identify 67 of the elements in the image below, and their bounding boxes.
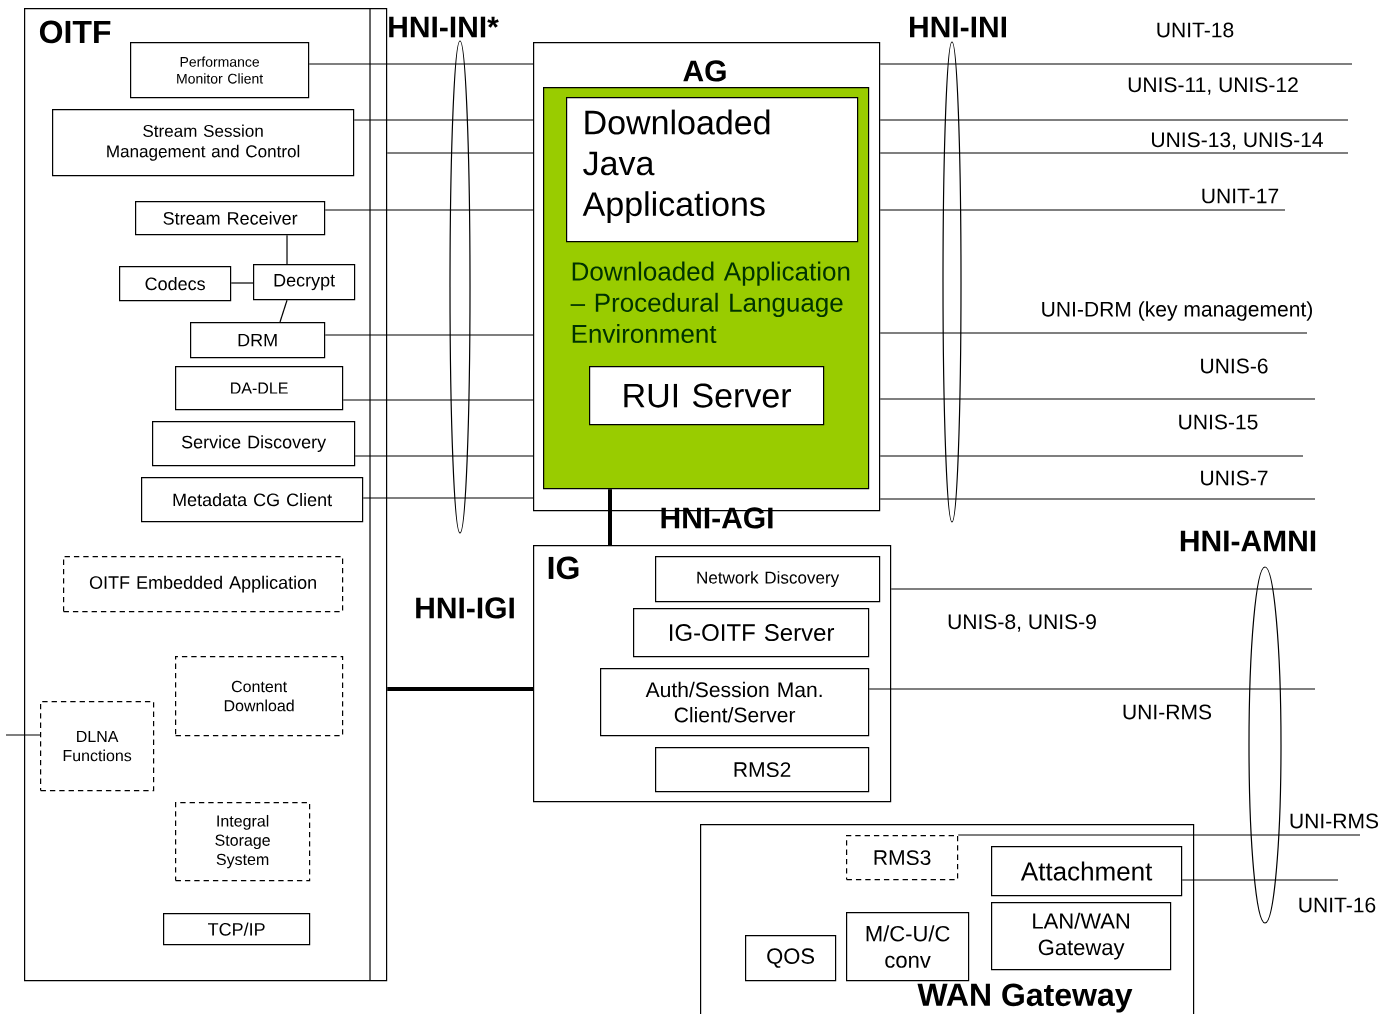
connector-line — [879, 152, 1349, 154]
connector-line — [354, 455, 534, 457]
connector-line — [879, 498, 1316, 500]
component-box: M/C-U/C conv — [846, 912, 970, 982]
component-box: QOS — [745, 935, 837, 982]
connector-line — [957, 834, 1361, 836]
component-box: Decrypt — [253, 264, 356, 301]
edge-label: UNIS-7 — [1201, 470, 1268, 486]
edge-label: UNI-RMS — [1123, 704, 1212, 720]
interface-label: HNI-INI* — [389, 16, 499, 38]
component-box: Downloaded Java Applications — [566, 97, 859, 243]
component-box: DRM — [190, 322, 326, 359]
component-box: RMS2 — [655, 747, 870, 793]
thick-connector — [387, 687, 533, 691]
edge-label: UNIT-18 — [1157, 22, 1234, 38]
connector-line — [890, 588, 1313, 590]
connector-line — [879, 209, 1286, 211]
connector-line — [879, 332, 1308, 334]
component-box: Service Discovery — [152, 421, 356, 467]
thick-connector — [608, 489, 612, 545]
edge-label: UNI-DRM (key management) — [1042, 301, 1313, 321]
component-box: Content Download — [175, 656, 344, 737]
component-box: LAN/WAN Gateway — [991, 902, 1172, 971]
component-box: Metadata CG Client — [141, 477, 364, 523]
edge-label: UNIS-11, UNIS-12 — [1128, 77, 1298, 95]
connector-line — [879, 455, 1304, 457]
connector-line — [879, 119, 1349, 121]
edge-label: UNIS-13, UNIS-14 — [1152, 132, 1323, 150]
edge-label: UNIS-15 — [1179, 414, 1258, 430]
edge-label: UNIT-17 — [1202, 188, 1279, 204]
connector-line — [324, 209, 534, 211]
edge-label: UNIT-16 — [1299, 897, 1376, 913]
interface-label: HNI-IGI — [416, 597, 514, 619]
edge-label: UNI-RMS — [1290, 813, 1379, 829]
interface-label: HNI-INI — [910, 16, 1006, 38]
component-box: Integral Storage System — [175, 802, 311, 882]
component-box: Codecs — [119, 266, 232, 302]
connector-line — [362, 497, 534, 499]
connector-line — [879, 63, 1353, 65]
connector-line — [286, 234, 288, 265]
connector-line — [879, 398, 1316, 400]
component-box: IG-OITF Server — [633, 608, 870, 658]
connector-line — [279, 299, 288, 323]
component-box: Performance Monitor Client — [130, 42, 310, 99]
connector-line — [386, 152, 534, 154]
component-box: RUI Server — [589, 366, 825, 426]
connector-line — [5, 734, 41, 736]
connector-line — [230, 282, 254, 284]
connector-line — [868, 688, 1316, 690]
connector-line — [353, 119, 534, 121]
component-box: RMS3 — [846, 835, 959, 881]
component-box: Auth/Session Man. Client/Server — [600, 668, 870, 737]
connector-line — [342, 399, 534, 401]
connector-line — [324, 334, 534, 336]
component-box: OITF Embedded Application — [63, 556, 344, 613]
component-box: DA-DLE — [175, 366, 344, 411]
connector-line — [1181, 879, 1339, 881]
interface-label: HNI-AMNI — [1180, 530, 1316, 552]
edge-label: UNIS-6 — [1201, 358, 1268, 374]
component-box: Network Discovery — [655, 556, 881, 603]
component-box: Attachment — [991, 846, 1183, 897]
component-box: Stream Session Management and Control — [52, 109, 355, 177]
connector-line — [308, 63, 534, 65]
component-box: TCP/IP — [163, 913, 311, 946]
component-box: Stream Receiver — [135, 201, 326, 236]
edge-label: UNIS-8, UNIS-9 — [948, 614, 1096, 632]
component-box: DLNA Functions — [40, 701, 155, 792]
